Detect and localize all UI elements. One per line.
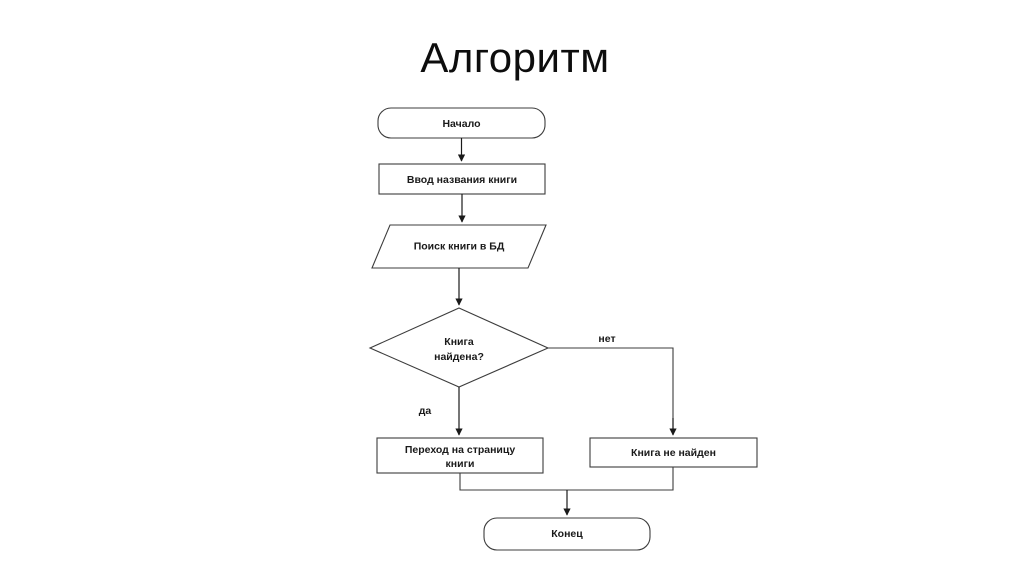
connector-decision-no-path: [548, 347, 674, 430]
node-decision-label-line2: найдена?: [434, 351, 484, 363]
node-decision-label-line1: Книга: [444, 336, 474, 348]
node-end[interactable]: Конец: [483, 517, 651, 551]
node-decision[interactable]: Книга найдена?: [368, 307, 550, 388]
page-title: Алгоритм: [0, 34, 1024, 81]
node-goto-page-shape: [376, 437, 544, 474]
node-search[interactable]: Поиск книги в БД: [371, 224, 547, 269]
node-end-label: Конец: [551, 528, 583, 540]
node-goto-page-label-line1: Переход на страницу: [405, 444, 516, 456]
node-end-shape: [483, 517, 651, 551]
node-not-found[interactable]: Книга не найден: [589, 437, 758, 468]
node-search-shape: [371, 224, 547, 269]
node-not-found-shape: [589, 437, 758, 468]
node-input-label: Ввод названия книги: [407, 174, 517, 186]
node-search-label: Поиск книги в БД: [414, 240, 505, 252]
edge-label-no: нет: [598, 333, 615, 345]
node-start[interactable]: Начало: [377, 107, 546, 139]
node-goto-page[interactable]: Переход на страницу книги: [376, 437, 544, 474]
node-goto-page-label-line2: книги: [446, 458, 475, 470]
node-not-found-label: Книга не найден: [631, 447, 716, 459]
node-start-label: Начало: [442, 118, 480, 130]
edge-label-yes: да: [419, 405, 432, 417]
node-input[interactable]: Ввод названия книги: [378, 163, 546, 195]
page-title-text: Алгоритм: [420, 34, 610, 81]
